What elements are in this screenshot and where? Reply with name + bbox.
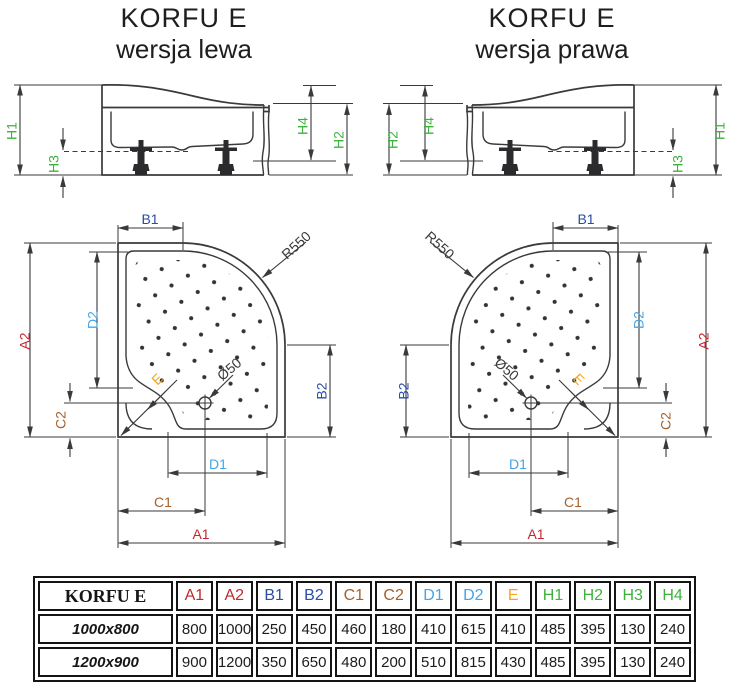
table-cell: 1200 [215,647,253,677]
table-row-label: 1200x900 [38,647,173,677]
table-cell: 485 [534,614,572,644]
table-title-cell: KORFU E [38,581,173,611]
table-header-b2: B2 [295,581,333,611]
table-cell: 460 [335,614,373,644]
anti-slip-dots [135,260,268,420]
side-view-geometry [14,83,353,198]
title-right: KORFU E wersja prawa [368,2,736,64]
table-header-h4: H4 [654,581,691,611]
table-header-c2: C2 [375,581,413,611]
table-cell: 815 [454,647,492,677]
table-cell: 615 [454,614,492,644]
dim-label-b1: B1 [141,211,158,227]
table-cell: 240 [654,647,691,677]
dim-label-h3-right: H3 [670,155,686,173]
dim-label-c2: C2 [53,411,69,429]
table-cell: 480 [335,647,373,677]
title-left: KORFU E wersja lewa [0,2,368,64]
dim-label-a1: A1 [192,526,209,542]
table-row-label: 1000x800 [38,614,173,644]
dim-label-h1-right: H1 [712,122,728,140]
dim-label-h3: H3 [46,155,62,173]
dim-label-b1-right: B1 [577,211,594,227]
table-header-a2: A2 [215,581,253,611]
side-view-right-labels: H2 H4 H3 H1 [385,117,728,173]
top-view-right-geometry [400,222,712,548]
table-header-d2: D2 [454,581,492,611]
top-view-geometry [24,222,336,548]
table-header-c1: C1 [335,581,373,611]
side-view-left-labels: H1 H3 H4 H2 [4,117,347,173]
table-cell: 410 [415,614,452,644]
table-header-b1: B1 [255,581,293,611]
table-cell: 900 [176,647,213,677]
table-cell: 450 [295,614,333,644]
dim-label-c1-right: C1 [564,494,582,510]
dim-label-h4: H4 [295,117,311,135]
dim-label-h4-right: H4 [421,117,437,135]
table-cell: 430 [494,647,532,677]
table-cell: 350 [255,647,293,677]
dim-label-b2: B2 [314,382,330,399]
dim-label-a2: A2 [17,332,33,349]
dim-label-c2-right: C2 [658,412,674,430]
table-cell: 395 [574,614,612,644]
dim-label-h2: H2 [331,131,347,149]
drawing-area: H1 H3 H4 H2 H2 H4 H3 H1 B1 A2 D2 C2 E Ø5… [4,0,728,576]
table-cell: 180 [375,614,413,644]
dim-label-d2-right: D2 [631,311,647,329]
radius-label-right: R550 [422,228,458,262]
table-header-d1: D1 [415,581,452,611]
table-header-h1: H1 [534,581,572,611]
side-view-right-geometry [383,85,722,198]
table-header-e: E [494,581,532,611]
product-name-right: KORFU E [488,3,616,33]
dim-label-h1: H1 [4,122,20,140]
radius-label: R550 [278,228,314,262]
table-cell: 650 [295,647,333,677]
table-cell: 510 [415,647,452,677]
table-cell: 200 [375,647,413,677]
dim-label-h2-right: H2 [385,131,401,149]
table-cell: 250 [255,614,293,644]
table-cell: 485 [534,647,572,677]
version-right: wersja prawa [475,34,629,64]
table-cell: 1000 [215,614,253,644]
table-header-h3: H3 [614,581,652,611]
leg-right [215,140,237,175]
table-header-h2: H2 [574,581,612,611]
table-cell: 395 [574,647,612,677]
table-cell: 240 [654,614,691,644]
dim-label-d2: D2 [85,311,101,329]
product-name-left: KORFU E [120,3,248,33]
dim-label-d1: D1 [209,456,227,472]
dim-label-d1-right: D1 [509,456,527,472]
table-cell: 130 [614,647,652,677]
table-header-a1: A1 [176,581,213,611]
table-cell: 410 [494,614,532,644]
dim-label-a2-right: A2 [696,332,712,349]
dim-label-c1: C1 [154,494,172,510]
table-cell: 130 [614,614,652,644]
version-left: wersja lewa [116,34,252,64]
dim-label-b2-right: B2 [396,382,412,399]
table-cell: 800 [176,614,213,644]
dim-label-a1-right: A1 [527,526,544,542]
leg-left [130,140,152,175]
